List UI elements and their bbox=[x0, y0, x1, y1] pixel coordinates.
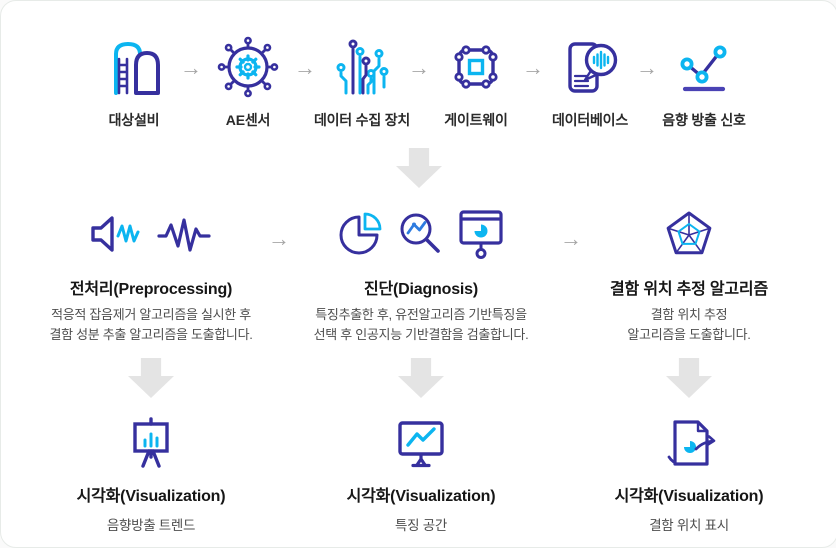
magnifier-chart-icon bbox=[396, 210, 444, 263]
flow-item-ae-sensor: AE센서 bbox=[203, 35, 293, 130]
viz-title: 시각화(Visualization) bbox=[346, 488, 496, 505]
top-flow-row: 대상설비 → bbox=[1, 35, 836, 130]
speaker-wave-icon bbox=[89, 210, 143, 263]
right-arrow-icon: → bbox=[408, 55, 430, 80]
flow-item-database: 데이터베이스 bbox=[545, 35, 635, 130]
stage-description: 특징추출한 후, 유전알고리즘 기반특징을 선택 후 인공지능 기반결함을 검출… bbox=[313, 307, 529, 342]
waveform-icon bbox=[155, 210, 213, 263]
right-arrow-icon: → bbox=[522, 55, 544, 80]
viz-title: 시각화(Visualization) bbox=[614, 488, 764, 505]
down-arrow-icon bbox=[398, 358, 444, 398]
stage-description: 결함 위치 추정 알고리즘을 도출합니다. bbox=[627, 307, 751, 342]
right-arrow-icon: → bbox=[180, 55, 202, 80]
plant-icon bbox=[102, 35, 166, 99]
flow-item-target-facility: 대상설비 bbox=[89, 35, 179, 130]
stage-diagnosis: 진단(Diagnosis) 특징추출한 후, 유전알고리즘 기반특징을 선택 후… bbox=[301, 208, 541, 344]
visualization-row: 시각화(Visualization) 음향방출 트렌드 시각화(Visualiz… bbox=[1, 358, 836, 534]
stage-preprocessing: 전처리(Preprocessing) 적응적 잡음제거 알고리즘을 실시한 후 … bbox=[1, 210, 301, 344]
viz-ae-trend: 시각화(Visualization) 음향방출 트렌드 bbox=[1, 358, 301, 534]
stage-row: → → 전처리(Preprocessing) 적응적 잡음제거 알고리즘 bbox=[1, 208, 836, 344]
flow-item-gateway: 게이트웨이 bbox=[431, 35, 521, 130]
right-arrow-icon: → bbox=[636, 55, 658, 80]
stage-title: 전처리(Preprocessing) bbox=[69, 281, 233, 298]
easel-bar-chart-icon bbox=[123, 415, 179, 471]
sensor-icon bbox=[216, 35, 280, 99]
down-arrow-icon bbox=[128, 358, 174, 398]
flow-label: AE센서 bbox=[225, 112, 271, 128]
viz-feature-space: 시각화(Visualization) 특징 공간 bbox=[301, 358, 541, 534]
presentation-board-icon bbox=[456, 208, 506, 265]
radar-chart-icon bbox=[663, 208, 715, 265]
right-arrow-icon: → bbox=[294, 55, 316, 80]
flow-label: 음향 방출 신호 bbox=[662, 112, 746, 128]
flow-label: 대상설비 bbox=[108, 112, 160, 128]
monitor-line-chart-icon bbox=[393, 415, 449, 471]
viz-title: 시각화(Visualization) bbox=[76, 488, 226, 505]
report-pie-icon bbox=[661, 415, 717, 471]
down-arrow-icon bbox=[396, 148, 442, 188]
flow-label: 데이터 수집 장치 bbox=[313, 112, 411, 128]
gateway-icon bbox=[444, 35, 508, 99]
signal-chart-icon bbox=[672, 35, 736, 99]
circuit-icon bbox=[330, 35, 394, 99]
viz-subtitle: 결함 위치 표시 bbox=[649, 518, 729, 533]
viz-subtitle: 음향방출 트렌드 bbox=[106, 518, 196, 533]
stage-fault-localization: 결함 위치 추정 알고리즘 결함 위치 추정 알고리즘을 도출합니다. bbox=[541, 210, 836, 344]
flow-item-data-collector: 데이터 수집 장치 bbox=[313, 35, 411, 130]
database-icon bbox=[558, 35, 622, 99]
stage-description: 적응적 잡음제거 알고리즘을 실시한 후 결함 성분 추출 알고리즘을 도출합니… bbox=[49, 307, 253, 342]
stage-title: 결함 위치 추정 알고리즘 bbox=[610, 281, 768, 298]
viz-fault-location: 시각화(Visualization) 결함 위치 표시 bbox=[541, 358, 836, 534]
stage-title: 진단(Diagnosis) bbox=[364, 281, 478, 298]
down-arrow-icon bbox=[666, 358, 712, 398]
flow-label: 게이트웨이 bbox=[444, 112, 508, 128]
flow-item-ae-signal: 음향 방출 신호 bbox=[659, 35, 749, 130]
pie-chart-icon bbox=[336, 210, 384, 263]
flow-label: 데이터베이스 bbox=[551, 112, 629, 128]
viz-subtitle: 특징 공간 bbox=[395, 518, 447, 533]
right-arrow-icon: → bbox=[560, 226, 582, 251]
right-arrow-icon: → bbox=[268, 226, 290, 251]
